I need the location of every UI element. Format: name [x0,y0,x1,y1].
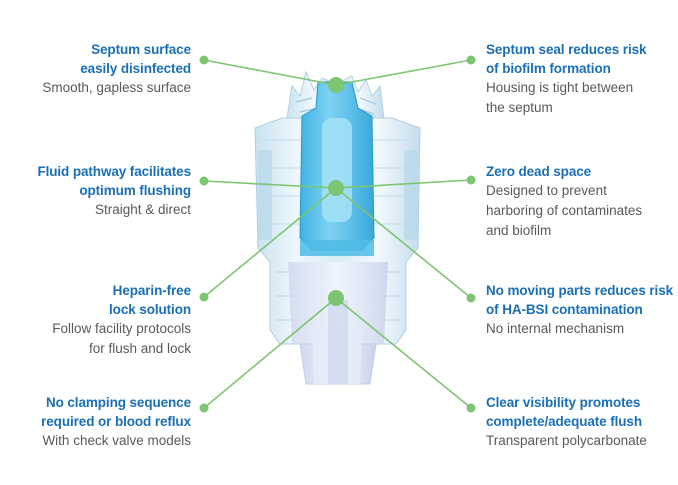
callout-title: Heparin-free lock solution [109,283,191,317]
callout-description: Housing is tight between the septum [486,80,634,115]
connector-endpoint-heparin-free [199,292,209,302]
connector-line-fluid-pathway [203,180,337,189]
callout-title: Clear visibility promotes complete/adequ… [486,395,642,429]
septum [299,81,375,256]
callout-description: Designed to prevent harboring of contami… [486,183,643,238]
callout-title: Zero dead space [486,164,592,179]
connector-line-zero-dead-space [335,179,472,189]
callout-no-clamping: No clamping sequence required or blood r… [0,393,191,451]
connector-lines [199,55,476,413]
callout-title: No moving parts reduces risk of HA-BSI c… [486,283,674,317]
lower-luer [288,262,388,385]
callout-title: No clamping sequence required or blood r… [41,395,191,429]
callout-clear-visibility: Clear visibility promotes complete/adequ… [486,393,676,451]
callout-fluid-pathway: Fluid pathway facilitates optimum flushi… [0,162,191,220]
callout-septum-seal: Septum seal reduces risk of biofilm form… [486,40,676,118]
connector-endpoint-zero-dead-space [466,175,476,185]
callout-description: Straight & direct [94,202,191,217]
callout-title: Septum seal reduces risk of biofilm form… [486,42,647,76]
connector-line-septum-seal [335,59,472,86]
connector-endpoint-septum-seal [466,55,476,65]
connector-hub-1 [328,180,344,196]
callout-description: With check valve models [42,433,191,448]
callout-title: Septum surface easily disinfected [80,42,191,76]
connector-line-no-moving-parts [335,187,472,299]
callout-description: Smooth, gapless surface [42,80,191,95]
connector-hub-0 [328,77,344,93]
connector-endpoint-fluid-pathway [199,176,209,186]
callout-description: Follow facility protocols for flush and … [52,321,191,356]
connector-endpoint-clear-visibility [466,403,476,413]
connector-endpoint-no-clamping [199,403,209,413]
callout-title: Fluid pathway facilitates optimum flushi… [37,164,191,198]
callout-description: No internal mechanism [486,321,625,336]
connector-line-no-clamping [203,297,337,409]
callout-description: Transparent polycarbonate [486,433,647,448]
connector-line-heparin-free [203,187,337,298]
connector-hub-2 [328,290,344,306]
connector-endpoint-septum-surface [199,55,209,65]
callout-no-moving-parts: No moving parts reduces risk of HA-BSI c… [486,281,676,339]
connector-endpoint-no-moving-parts [466,293,476,303]
connector-line-septum-surface [203,59,337,86]
connector-line-clear-visibility [335,297,472,409]
